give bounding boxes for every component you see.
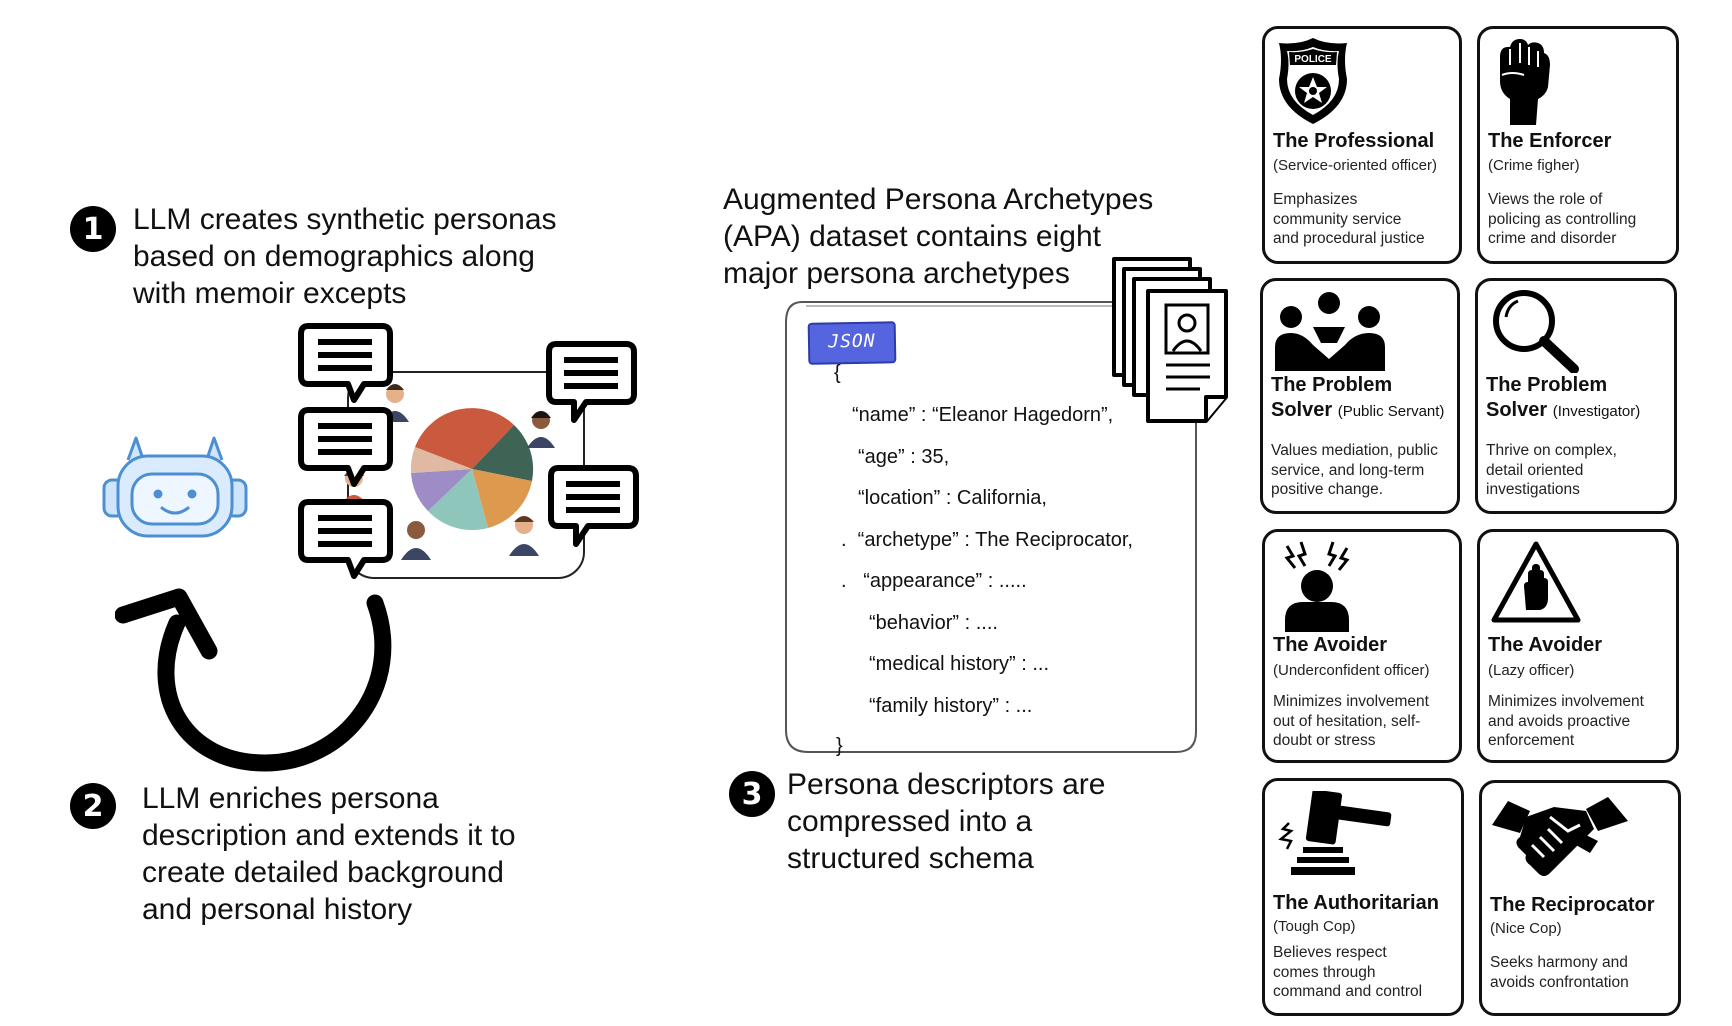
card-subtitle: (Public Servant) — [1337, 403, 1445, 420]
card-subtitle: (Tough Cop) — [1273, 918, 1356, 935]
step-2-line: LLM enriches persona — [142, 782, 439, 815]
card-subtitle: (Nice Cop) — [1490, 920, 1562, 937]
step-2-number: 2 — [70, 783, 116, 829]
dataset-heading: Augmented Persona Archetypes (APA) datas… — [723, 181, 1153, 292]
card-subtitle: (Investigator) — [1552, 403, 1641, 420]
speech-bubble-icon — [548, 465, 639, 547]
dataset-heading-line: (APA) dataset contains eight — [723, 220, 1101, 253]
personas-illustration — [298, 323, 639, 579]
documents-stack-icon — [1112, 257, 1228, 423]
gavel-icon — [1278, 791, 1392, 875]
card-title: The Avoider — [1488, 634, 1603, 656]
cycle-arrow-icon — [115, 588, 392, 772]
step-3-line: structured schema — [787, 842, 1034, 875]
card-title: The Enforcer — [1488, 130, 1612, 152]
card-title: The Avoider — [1273, 634, 1388, 656]
json-tag-label: JSON — [828, 330, 876, 353]
card-description: Minimizes involvement out of hesitation,… — [1273, 693, 1429, 749]
handshake-icon — [1492, 797, 1628, 876]
raised-fist-icon — [1500, 39, 1550, 125]
card-subtitle: (Lazy officer) — [1488, 662, 1575, 679]
card-description: Thrive on complex, detail oriented inves… — [1486, 442, 1617, 498]
card-description: Minimizes involvement and avoids proacti… — [1488, 693, 1644, 749]
person-icon — [401, 521, 431, 560]
card-description: Values mediation, public service, and lo… — [1271, 442, 1438, 498]
step-1-line: with memoir excepts — [133, 277, 407, 310]
person-icon — [509, 516, 539, 556]
json-line: . “appearance” : ..... — [841, 570, 1027, 592]
card-subtitle: (Crime figher) — [1488, 157, 1580, 174]
speech-bubble-icon — [298, 407, 393, 487]
step-2-line: description and extends it to — [142, 819, 516, 852]
pie-chart-icon — [410, 408, 534, 531]
police-badge-icon: POLICE — [1279, 38, 1347, 124]
step-2-line: and personal history — [142, 893, 413, 926]
id-portrait-icon — [1164, 303, 1210, 355]
card-title: The Problem — [1486, 374, 1608, 396]
json-line: “location” : California, — [858, 487, 1047, 509]
badge-label: POLICE — [1294, 54, 1332, 65]
card-title: The Problem — [1271, 374, 1393, 396]
json-line: . “archetype” : The Reciprocator, — [841, 529, 1133, 551]
card-title: The Professional — [1273, 130, 1435, 152]
json-line: “age” : 35, — [858, 446, 950, 468]
step-1-line: LLM creates synthetic personas — [133, 203, 557, 236]
json-line: } — [836, 735, 843, 757]
card-description: Seeks harmony and avoids confrontation — [1490, 954, 1629, 991]
archetype-card-reciprocator: The Reciprocator (Nice Cop) Seeks harmon… — [1479, 780, 1681, 1016]
speech-bubble-icon — [298, 499, 393, 579]
card-title-line2: Solver (Public Servant) — [1271, 399, 1445, 421]
step-1-number: 1 — [70, 206, 116, 252]
json-line: “name” : “Eleanor Hagedorn”, — [852, 404, 1114, 426]
speech-bubble-icon — [546, 341, 637, 423]
step-3-text: Persona descriptors are compressed into … — [787, 766, 1106, 877]
dataset-heading-line: major persona archetypes — [723, 257, 1070, 290]
archetype-card-problem-solver-public-servant: The Problem Solver (Public Servant) Valu… — [1260, 278, 1460, 514]
json-line: { — [834, 362, 841, 384]
archetype-card-professional: POLICE The Professional (Service-oriente… — [1262, 26, 1462, 264]
card-subtitle: (Underconfident officer) — [1273, 662, 1430, 679]
json-line: “medical history” : ... — [869, 653, 1050, 675]
speech-bubble-icon — [298, 323, 393, 403]
card-title-line2: Solver (Investigator) — [1486, 399, 1641, 421]
json-line: “behavior” : .... — [869, 612, 998, 634]
step-3-line: Persona descriptors are — [787, 768, 1106, 801]
archetype-card-enforcer: The Enforcer (Crime figher) Views the ro… — [1477, 26, 1679, 264]
card-description: Emphasizes community service and procedu… — [1273, 191, 1425, 247]
stop-hand-icon — [1491, 541, 1581, 623]
stressed-person-icon — [1284, 541, 1350, 632]
card-title: The Authoritarian — [1273, 892, 1439, 914]
step-2-text: LLM enriches persona description and ext… — [142, 780, 516, 928]
json-line: “family history” : ... — [869, 695, 1033, 717]
archetype-card-problem-solver-investigator: The Problem Solver (Investigator) Thrive… — [1475, 278, 1677, 514]
json-tag: JSON — [807, 321, 897, 365]
person-icon — [527, 411, 555, 448]
robot-icon — [102, 436, 248, 538]
step-1-text: LLM creates synthetic personas based on … — [133, 201, 557, 312]
archetype-card-avoider-underconfident: The Avoider (Underconfident officer) Min… — [1262, 529, 1462, 763]
step-2-line: create detailed background — [142, 856, 504, 889]
card-description: Views the role of policing as controllin… — [1488, 191, 1637, 247]
step-1-line: based on demographics along — [133, 240, 535, 273]
step-3-number: 3 — [729, 771, 775, 817]
card-title: The Reciprocator — [1490, 894, 1655, 916]
archetype-card-authoritarian: The Authoritarian (Tough Cop) Believes r… — [1262, 778, 1464, 1016]
card-description: Believes respect comes through command a… — [1273, 944, 1423, 1000]
card-subtitle: (Service-oriented officer) — [1273, 157, 1437, 174]
step-3-line: compressed into a — [787, 805, 1033, 838]
community-people-icon — [1275, 292, 1385, 371]
magnifier-icon — [1493, 290, 1579, 373]
dataset-heading-line: Augmented Persona Archetypes — [723, 183, 1154, 216]
archetype-card-avoider-lazy: The Avoider (Lazy officer) Minimizes inv… — [1477, 529, 1679, 763]
